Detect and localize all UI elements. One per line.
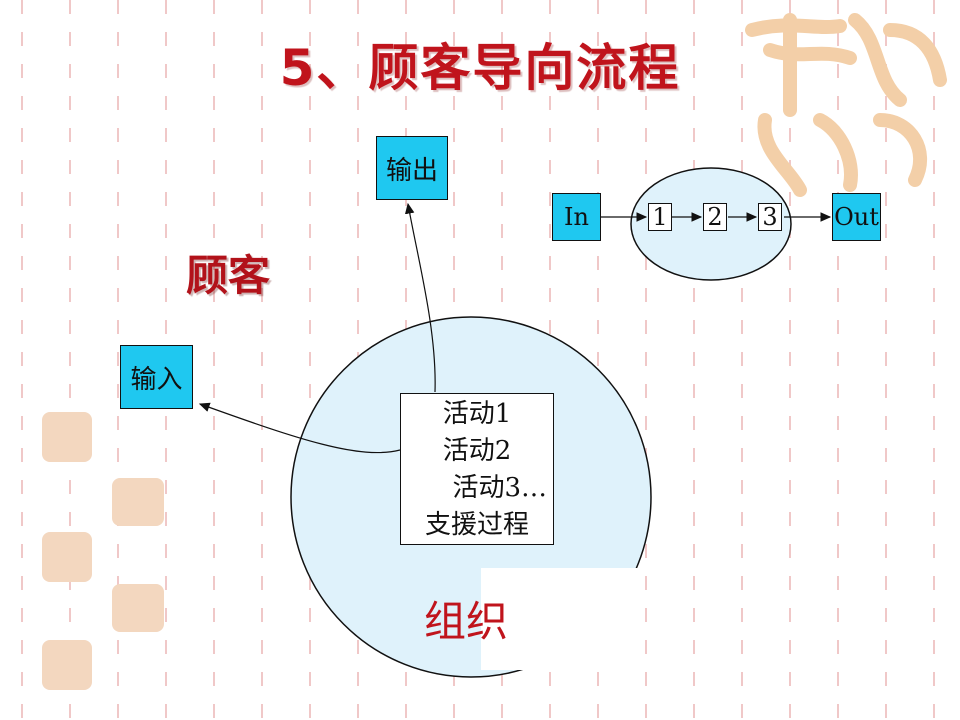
activity-item: 活动3… [452, 473, 547, 503]
mini-out-box: Out [832, 193, 881, 241]
input-box: 输入 [120, 345, 193, 409]
arrow-to-output [404, 202, 436, 393]
white-overlay-patch [481, 568, 641, 670]
mini-step-box: 1 [648, 203, 672, 231]
activity-item: 活动1 [442, 399, 512, 429]
calligraphy-watermark-icon [745, 13, 947, 197]
activity-item: 支援过程 [424, 510, 529, 540]
mini-step-box: 2 [703, 203, 727, 231]
mini-in-box: In [552, 193, 601, 241]
activity-box: 活动1 活动2 活动3… 支援过程 [400, 393, 554, 545]
activity-item: 活动2 [442, 436, 512, 466]
page-title: 5、顾客导向流程 [279, 39, 681, 97]
output-box: 输出 [376, 136, 448, 200]
seal-stamps-icon [42, 412, 164, 690]
organization-label: 组织 [424, 597, 509, 646]
mini-step-box: 3 [758, 203, 782, 231]
arrow-to-input [198, 402, 401, 454]
customer-label: 顾客 [186, 251, 271, 300]
